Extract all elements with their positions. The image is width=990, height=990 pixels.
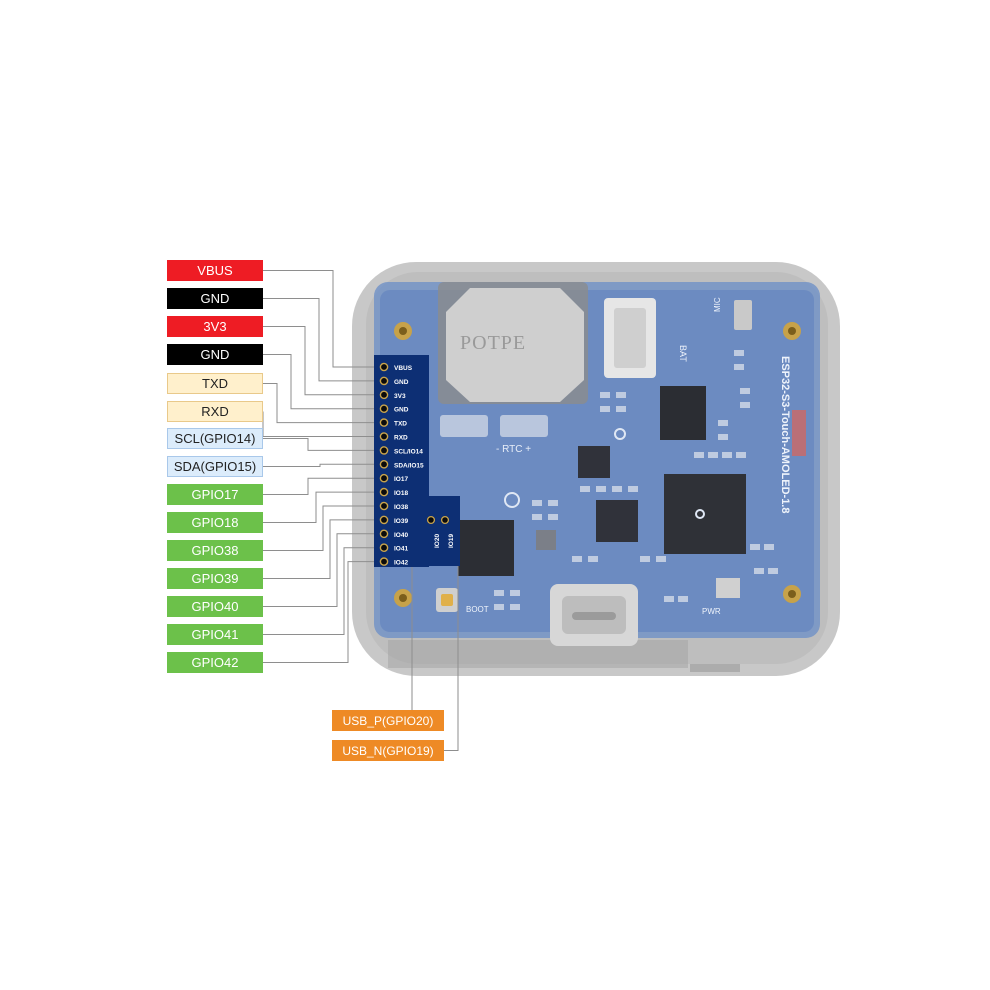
header-pin-label: GND: [394, 379, 409, 386]
header-pin-label: 3V3: [394, 393, 406, 400]
passive-components: [494, 350, 778, 610]
header-pin: [379, 557, 389, 566]
header-pin-label: IO40: [394, 532, 408, 539]
usb-pad-label: IO19: [448, 534, 455, 548]
header-pin-label: IO41: [394, 546, 408, 553]
header-pin: [379, 529, 389, 539]
header-pin: [379, 404, 389, 414]
header-pin-label: SCL/IO14: [394, 448, 423, 455]
leader-line: [263, 561, 378, 663]
rtc-battery: POTPE: [438, 282, 588, 404]
header-pin-label: SDA/IO15: [394, 462, 424, 469]
leader-line: [263, 354, 378, 410]
header-pin: [379, 543, 389, 553]
rtc-label: - RTC +: [496, 444, 531, 455]
header-pin: [379, 473, 389, 483]
pin-label-rxd: RXD: [167, 401, 263, 422]
pin-label-gpio18: GPIO18: [167, 512, 263, 533]
leader-lines: [262, 270, 378, 663]
usb-c-port: [550, 584, 638, 646]
pin-label-gnd: GND: [167, 344, 263, 365]
header-pin: [379, 376, 389, 386]
board-title: ESP32-S3-Touch-AMOLED-1.8: [779, 356, 791, 514]
header-pin-label: TXD: [394, 421, 407, 428]
usb-pad: [426, 515, 436, 525]
test-points: [504, 428, 705, 519]
pin-label-gpio40: GPIO40: [167, 596, 263, 617]
header-pin: [379, 515, 389, 525]
pin-label-gpio39: GPIO39: [167, 568, 263, 589]
leader-line: [263, 270, 378, 368]
microphone: MIC: [713, 297, 752, 330]
header-pin: [379, 362, 389, 372]
header-pin-label: GND: [394, 407, 409, 414]
header-pin: [379, 390, 389, 400]
pin-label-sda-gpio15: SDA(GPIO15): [167, 456, 263, 477]
header-pin: [379, 418, 389, 427]
leader-line: [263, 519, 378, 579]
battery-connector: BAT: [604, 298, 688, 378]
leader-line: [263, 533, 378, 607]
leader-line: [263, 491, 378, 523]
header-pin: [379, 487, 389, 497]
leader-line: [263, 298, 378, 382]
header-pin: [379, 459, 389, 469]
boot-button: BOOT: [436, 588, 489, 614]
usb-p-label: USB_P(GPIO20): [332, 710, 444, 731]
leader-line: [263, 477, 378, 495]
leader-line: [263, 326, 378, 396]
header-pin-label: IO17: [394, 476, 408, 483]
leader-line: [262, 411, 378, 437]
pin-label-vbus: VBUS: [167, 260, 263, 281]
pwr-label: PWR: [702, 607, 721, 616]
rtc-pads: - RTC +: [440, 415, 548, 455]
header-pin: [379, 432, 389, 441]
pin-label-gpio17: GPIO17: [167, 484, 263, 505]
leader-line: [263, 383, 378, 424]
header-pin-label: RXD: [394, 435, 408, 442]
usb-pad-label: IO20: [434, 534, 441, 548]
usb-leader-line: [444, 532, 459, 751]
usb-pad: [440, 515, 450, 525]
header-pin-label: VBUS: [394, 365, 413, 372]
pin-header: VBUSGND3V3GNDTXDRXDSCL/IO14SDA/IO15IO17I…: [374, 355, 460, 567]
leader-line: [263, 438, 378, 451]
pin-label-txd: TXD: [167, 373, 263, 394]
bat-label: BAT: [678, 345, 688, 362]
pin-label-gpio38: GPIO38: [167, 540, 263, 561]
header-pin-label: IO38: [394, 504, 408, 511]
header-pin-label: IO39: [394, 518, 408, 525]
header-pin-label: IO42: [394, 560, 408, 567]
led-strip: [792, 410, 806, 456]
leader-line: [263, 505, 378, 551]
header-pin: [379, 501, 389, 511]
leader-line: [263, 547, 378, 635]
boot-label: BOOT: [466, 605, 489, 614]
pin-label-gpio42: GPIO42: [167, 652, 263, 673]
usb-n-label: USB_N(GPIO19): [332, 740, 444, 761]
pin-label-scl-gpio14: SCL(GPIO14): [167, 428, 263, 449]
pin-label-gpio41: GPIO41: [167, 624, 263, 645]
pin-label-gnd: GND: [167, 288, 263, 309]
mic-label: MIC: [713, 297, 722, 312]
leader-line: [263, 463, 378, 467]
battery-mark: POTPE: [460, 332, 526, 354]
mounting-holes: [394, 322, 801, 607]
usb-pads: IO20 IO19: [426, 515, 455, 548]
header-pin: [379, 446, 389, 455]
pin-label-3v3: 3V3: [167, 316, 263, 337]
header-pin-label: IO18: [394, 490, 408, 497]
